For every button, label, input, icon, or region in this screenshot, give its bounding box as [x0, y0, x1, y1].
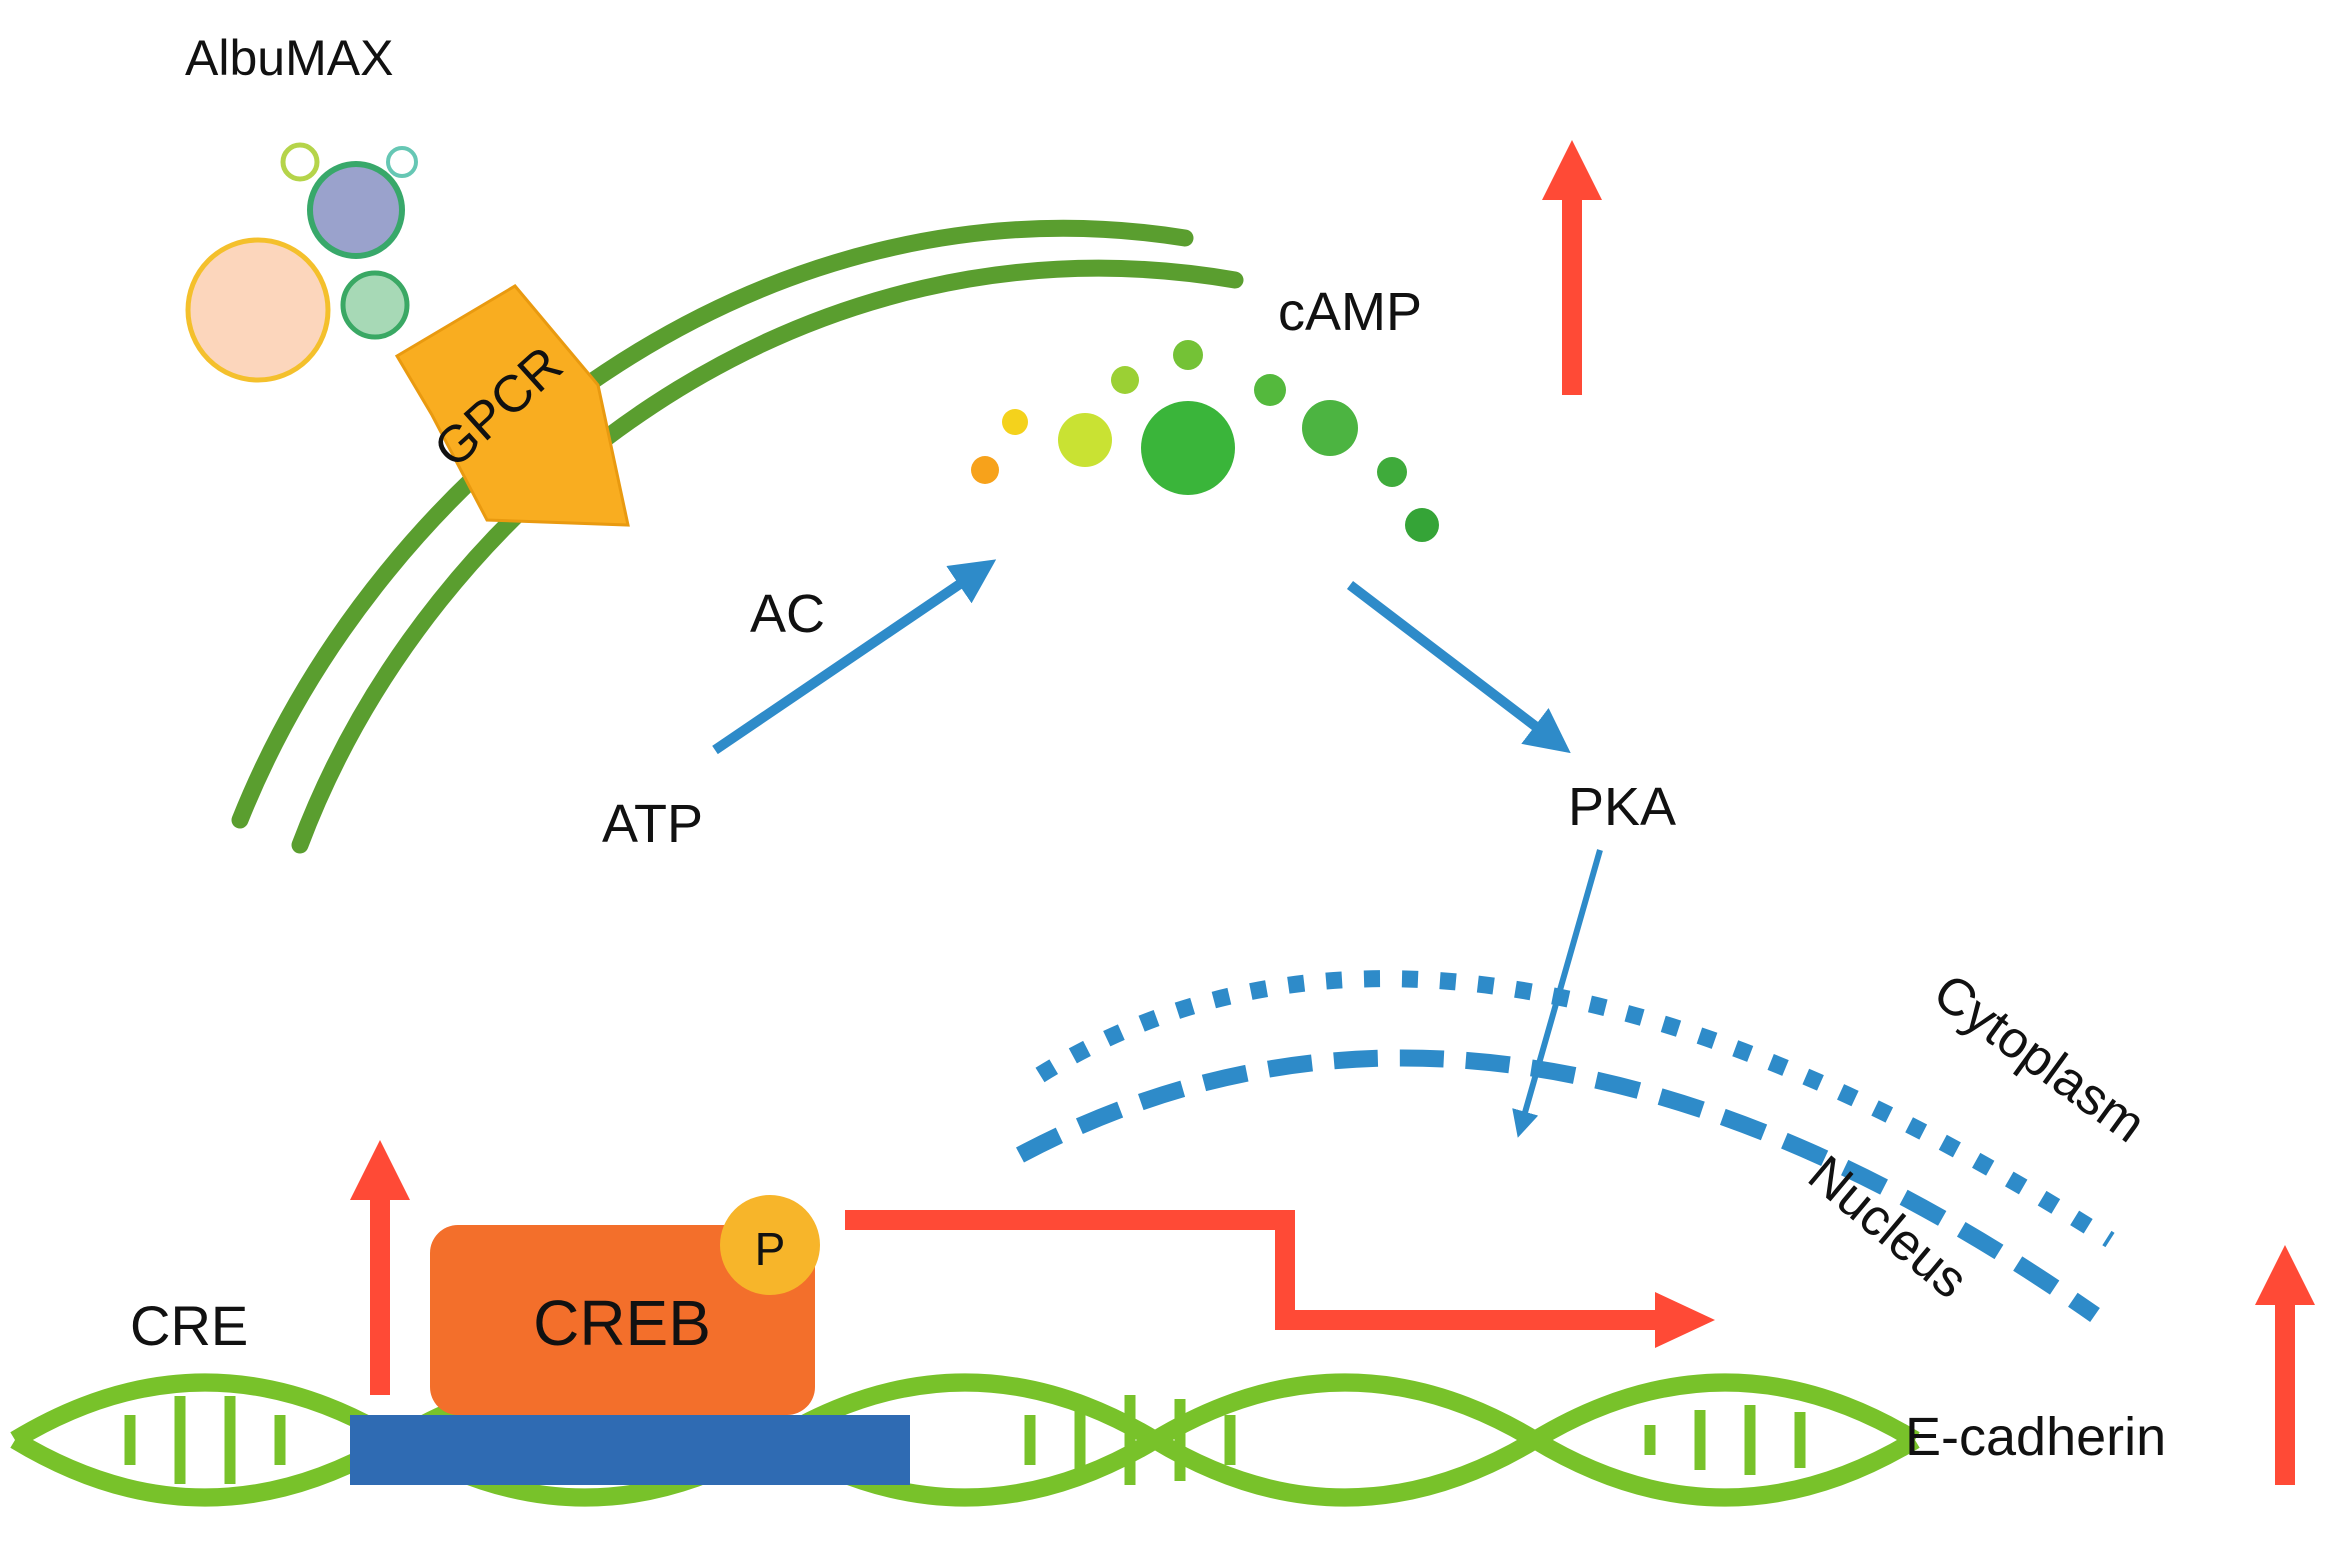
camp-dots: [971, 340, 1439, 542]
cre-element: [350, 1415, 910, 1485]
cytoplasm-label: Cytoplasm: [1923, 963, 2156, 1154]
cre-increase-arrow: [350, 1140, 410, 1395]
bubble-small-yellow: [280, 142, 320, 182]
camp-dot: [1173, 340, 1203, 370]
creb-protein: [430, 1225, 815, 1415]
gpcr-receptor: [394, 284, 630, 527]
bubble-purple: [307, 161, 405, 259]
bubble-orange: [185, 237, 331, 383]
nuclear-envelope: [1016, 1049, 2100, 1322]
ecadherin-increase-arrow: [2255, 1245, 2315, 1485]
camp-dot: [1377, 457, 1407, 487]
nucleus-label: Nucleus: [1797, 1145, 1978, 1310]
cre-label: CRE: [130, 1294, 248, 1357]
dna-rungs: [124, 1395, 1806, 1485]
camp-label: cAMP: [1278, 282, 1422, 342]
transcription-arrow: [845, 1210, 1715, 1348]
atp-label: ATP: [602, 794, 703, 854]
dna-strand: [10, 1373, 1920, 1507]
albumax-bubbles: [185, 142, 444, 383]
phosphate-label: P: [755, 1223, 786, 1275]
camp-dot: [1111, 366, 1139, 394]
ac-label: AC: [750, 584, 825, 644]
dna-strand: [10, 1373, 1920, 1507]
camp-dot: [1058, 413, 1112, 467]
creb-label: CREB: [533, 1287, 711, 1359]
camp-dot: [971, 456, 999, 484]
camp-dot: [1002, 409, 1028, 435]
phosphate-group: [720, 1195, 820, 1295]
dna-helix: [10, 1373, 1920, 1507]
camp-to-pka-arrow: [1346, 581, 1571, 754]
ac-arrow: [712, 559, 997, 755]
albumax-label: AlbuMAX: [185, 30, 393, 86]
bubble-green: [340, 270, 410, 340]
camp-dot: [1254, 374, 1286, 406]
camp-dot: [1405, 508, 1439, 542]
pka-label: PKA: [1568, 777, 1676, 837]
camp-dot: [1302, 400, 1358, 456]
cell-membrane-outer: [231, 219, 1194, 829]
bubble-small-cyan: [386, 146, 418, 178]
cell-membrane-inner: [291, 259, 1244, 854]
cytoplasm-boundary: [1035, 970, 2115, 1248]
camp-increase-arrow: [1542, 140, 1602, 395]
camp-dot-large: [1141, 401, 1235, 495]
ecadherin-label: E-cadherin: [1905, 1407, 2166, 1467]
